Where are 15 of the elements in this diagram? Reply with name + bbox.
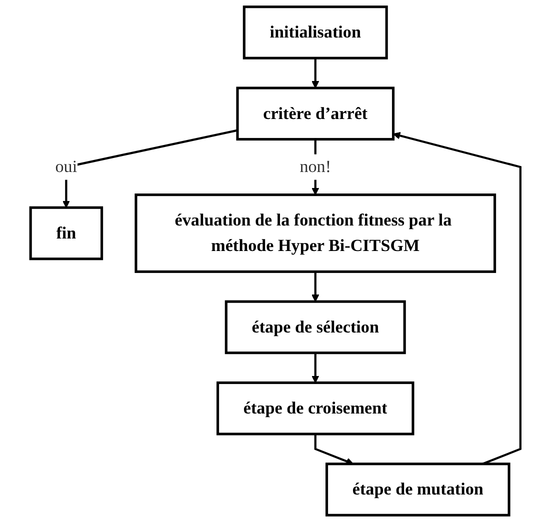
- arrow: [312, 352, 320, 384]
- edge-label: non!: [300, 158, 332, 176]
- node-box: évaluation de la fonction fitness par la méthode Hyper Bi-CITSGM: [134, 194, 496, 273]
- node-box: étape de croisement: [216, 381, 414, 436]
- arrow: [392, 132, 522, 465]
- node-box: critère d’arrêt: [236, 86, 395, 141]
- arrow: [62, 129, 238, 208]
- arrow: [312, 272, 320, 302]
- edge-label: oui: [55, 158, 78, 176]
- node-box: étape de mutation: [325, 462, 510, 516]
- arrow: [314, 434, 354, 465]
- node-box: étape de sélection: [224, 300, 406, 354]
- node-box: initialisation: [242, 6, 388, 60]
- node-box: fin: [29, 206, 104, 260]
- arrow: [312, 58, 320, 88]
